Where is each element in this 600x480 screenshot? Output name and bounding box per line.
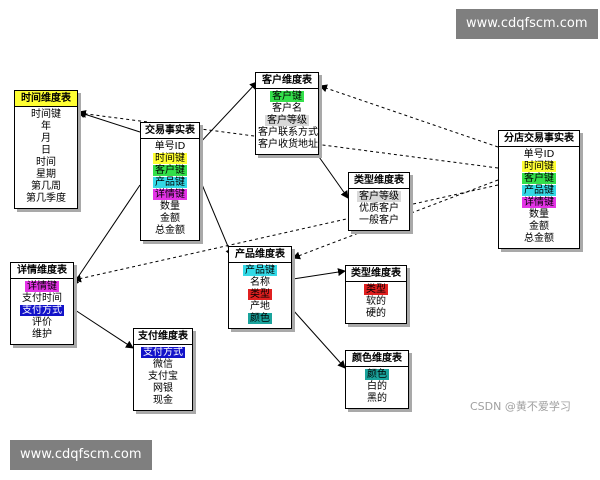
entity-transaction-fact: 交易事实表 单号ID 时间键 客户键 产品键 详情键 数量 金额 总金额 bbox=[140, 122, 200, 241]
field-type: 类型 bbox=[364, 284, 388, 295]
field-list: 产品键 名称 类型 产地 颜色 bbox=[229, 263, 291, 328]
field-list: 支付方式 微信 支付宝 网银 现金 bbox=[134, 345, 192, 410]
field-cash: 现金 bbox=[153, 395, 173, 406]
field-black: 黑的 bbox=[367, 393, 387, 404]
field-list: 类型 软的 硬的 bbox=[346, 282, 406, 323]
field-total-amount: 总金额 bbox=[524, 233, 554, 244]
entity-branch-transaction-fact: 分店交易事实表 单号ID 时间键 客户键 产品键 详情键 数量 金额 总金额 bbox=[498, 130, 580, 249]
entity-product-dimension: 产品维度表 产品键 名称 类型 产地 颜色 bbox=[228, 246, 292, 329]
field-customer-key: 客户键 bbox=[153, 165, 187, 176]
field-regular-customer: 一般客户 bbox=[359, 215, 399, 226]
field-product-key: 产品键 bbox=[243, 265, 277, 276]
field-list: 客户等级 优质客户 一般客户 bbox=[349, 189, 409, 230]
entity-time-dimension: 时间维度表 时间键 年 月 日 时间 星期 第几周 第几季度 bbox=[14, 90, 78, 209]
field-online-banking: 网银 bbox=[153, 383, 173, 394]
field-month: 月 bbox=[41, 133, 51, 144]
entity-title: 颜色维度表 bbox=[346, 351, 408, 367]
field-quantity: 数量 bbox=[529, 209, 549, 220]
entity-title: 类型维度表 bbox=[346, 266, 406, 282]
field-list: 单号ID 时间键 客户键 产品键 详情键 数量 金额 总金额 bbox=[141, 139, 199, 240]
field-product-key: 产品键 bbox=[522, 185, 556, 196]
field-alipay: 支付宝 bbox=[148, 371, 178, 382]
entity-title: 产品维度表 bbox=[229, 247, 291, 263]
link-fact-customer bbox=[197, 81, 258, 146]
field-wechat: 微信 bbox=[153, 359, 173, 370]
site-banner-bottom: www.cdqfscm.com bbox=[10, 440, 152, 470]
link-detail-payment bbox=[71, 307, 134, 349]
site-banner-top: www.cdqfscm.com bbox=[456, 9, 598, 39]
field-customer-name: 客户名 bbox=[272, 103, 302, 114]
field-origin: 产地 bbox=[250, 301, 270, 312]
field-detail-key: 详情键 bbox=[25, 281, 59, 292]
field-quarter: 第几季度 bbox=[26, 193, 66, 204]
field-quantity: 数量 bbox=[160, 201, 180, 212]
field-payment-time: 支付时间 bbox=[22, 293, 62, 304]
field-color: 颜色 bbox=[365, 369, 389, 380]
entity-title: 类型维度表 bbox=[349, 173, 409, 189]
field-week-number: 第几周 bbox=[31, 181, 61, 192]
entity-title: 客户维度表 bbox=[256, 73, 318, 89]
field-time-key: 时间键 bbox=[522, 161, 556, 172]
field-payment-method: 支付方式 bbox=[141, 347, 185, 358]
field-weekday: 星期 bbox=[36, 169, 56, 180]
link-product-color bbox=[292, 309, 346, 369]
field-order-id: 单号ID bbox=[523, 149, 555, 160]
field-time-key: 时间键 bbox=[31, 109, 61, 120]
entity-title: 分店交易事实表 bbox=[499, 131, 579, 147]
entity-title: 支付维度表 bbox=[134, 329, 192, 345]
field-soft: 软的 bbox=[366, 296, 386, 307]
field-list: 时间键 年 月 日 时间 星期 第几周 第几季度 bbox=[15, 107, 77, 208]
watermark: CSDN @黄不爱学习 bbox=[470, 400, 571, 413]
field-order-id: 单号ID bbox=[154, 141, 186, 152]
entity-color-dimension: 颜色维度表 颜色 白的 黑的 bbox=[345, 350, 409, 409]
link-branch-customer bbox=[319, 84, 499, 148]
field-maintenance: 维护 bbox=[32, 329, 52, 340]
link-branch-detail bbox=[73, 184, 499, 283]
field-year: 年 bbox=[41, 121, 51, 132]
field-customer-level: 客户等级 bbox=[265, 115, 309, 126]
field-premium-customer: 优质客户 bbox=[359, 203, 399, 214]
field-review: 评价 bbox=[32, 317, 52, 328]
field-name: 名称 bbox=[250, 277, 270, 288]
field-customer-key: 客户键 bbox=[270, 91, 304, 102]
field-customer-contact: 客户联系方式 bbox=[258, 127, 318, 138]
field-time: 时间 bbox=[36, 157, 56, 168]
entity-detail-dimension: 详情维度表 详情键 支付时间 支付方式 评价 维护 bbox=[10, 262, 74, 345]
field-hard: 硬的 bbox=[366, 308, 386, 319]
link-fact-time bbox=[77, 110, 141, 133]
field-amount: 金额 bbox=[529, 221, 549, 232]
field-day: 日 bbox=[41, 145, 51, 156]
field-customer-address: 客户收货地址 bbox=[258, 139, 318, 150]
entity-title: 时间维度表 bbox=[15, 91, 77, 107]
field-list: 详情键 支付时间 支付方式 评价 维护 bbox=[11, 279, 73, 344]
field-total-amount: 总金额 bbox=[155, 225, 185, 236]
field-detail-key: 详情键 bbox=[522, 197, 556, 208]
field-type: 类型 bbox=[248, 289, 272, 300]
entity-title: 详情维度表 bbox=[11, 263, 73, 279]
field-white: 白的 bbox=[367, 381, 387, 392]
link-fact-product bbox=[197, 174, 233, 257]
entity-customer-type-dimension: 类型维度表 客户等级 优质客户 一般客户 bbox=[348, 172, 410, 231]
entity-product-type-dimension: 类型维度表 类型 软的 硬的 bbox=[345, 265, 407, 324]
field-customer-key: 客户键 bbox=[522, 173, 556, 184]
field-amount: 金额 bbox=[160, 213, 180, 224]
field-color: 颜色 bbox=[248, 313, 272, 324]
field-detail-key: 详情键 bbox=[153, 189, 187, 200]
entity-customer-dimension: 客户维度表 客户键 客户名 客户等级 客户联系方式 客户收货地址 bbox=[255, 72, 319, 155]
field-list: 颜色 白的 黑的 bbox=[346, 367, 408, 408]
field-list: 单号ID 时间键 客户键 产品键 详情键 数量 金额 总金额 bbox=[499, 147, 579, 248]
field-payment-method: 支付方式 bbox=[20, 305, 64, 316]
entity-title: 交易事实表 bbox=[141, 123, 199, 139]
field-customer-level: 客户等级 bbox=[357, 191, 401, 202]
link-product-ptype bbox=[292, 268, 346, 280]
field-time-key: 时间键 bbox=[153, 153, 187, 164]
field-list: 客户键 客户名 客户等级 客户联系方式 客户收货地址 bbox=[256, 89, 318, 154]
link-fact-detail bbox=[71, 184, 141, 287]
field-product-key: 产品键 bbox=[153, 177, 187, 188]
entity-payment-dimension: 支付维度表 支付方式 微信 支付宝 网银 现金 bbox=[133, 328, 193, 411]
